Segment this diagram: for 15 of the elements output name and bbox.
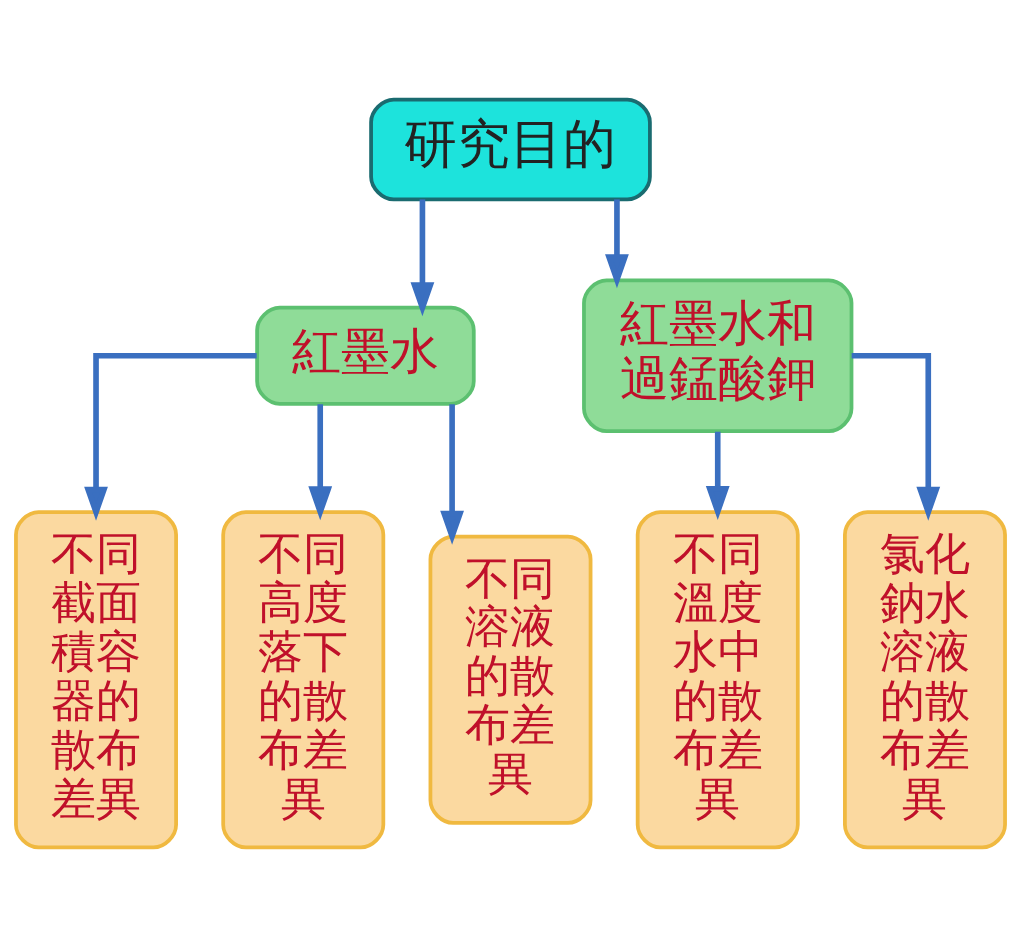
node-box: 研究目的 <box>369 97 652 202</box>
arrow <box>440 404 464 545</box>
node-box: 不同溫度水中的散布差異 <box>635 510 800 850</box>
node-box: 不同高度落下的散布差異 <box>221 510 386 850</box>
arrow <box>308 404 333 521</box>
arrow <box>84 352 257 521</box>
arrow <box>605 199 629 289</box>
node-box: 不同溶液的散布差異 <box>428 534 593 825</box>
node-box: 紅墨水和過錳酸鉀 <box>582 278 854 433</box>
arrow <box>705 431 730 521</box>
arrow <box>410 199 435 317</box>
node-box: 氯化鈉水溶液的散布差異 <box>843 510 1007 850</box>
arrow <box>851 352 941 521</box>
node-box: 紅墨水 <box>255 305 476 406</box>
node-box: 不同截面積容器的散布差異 <box>14 510 178 850</box>
